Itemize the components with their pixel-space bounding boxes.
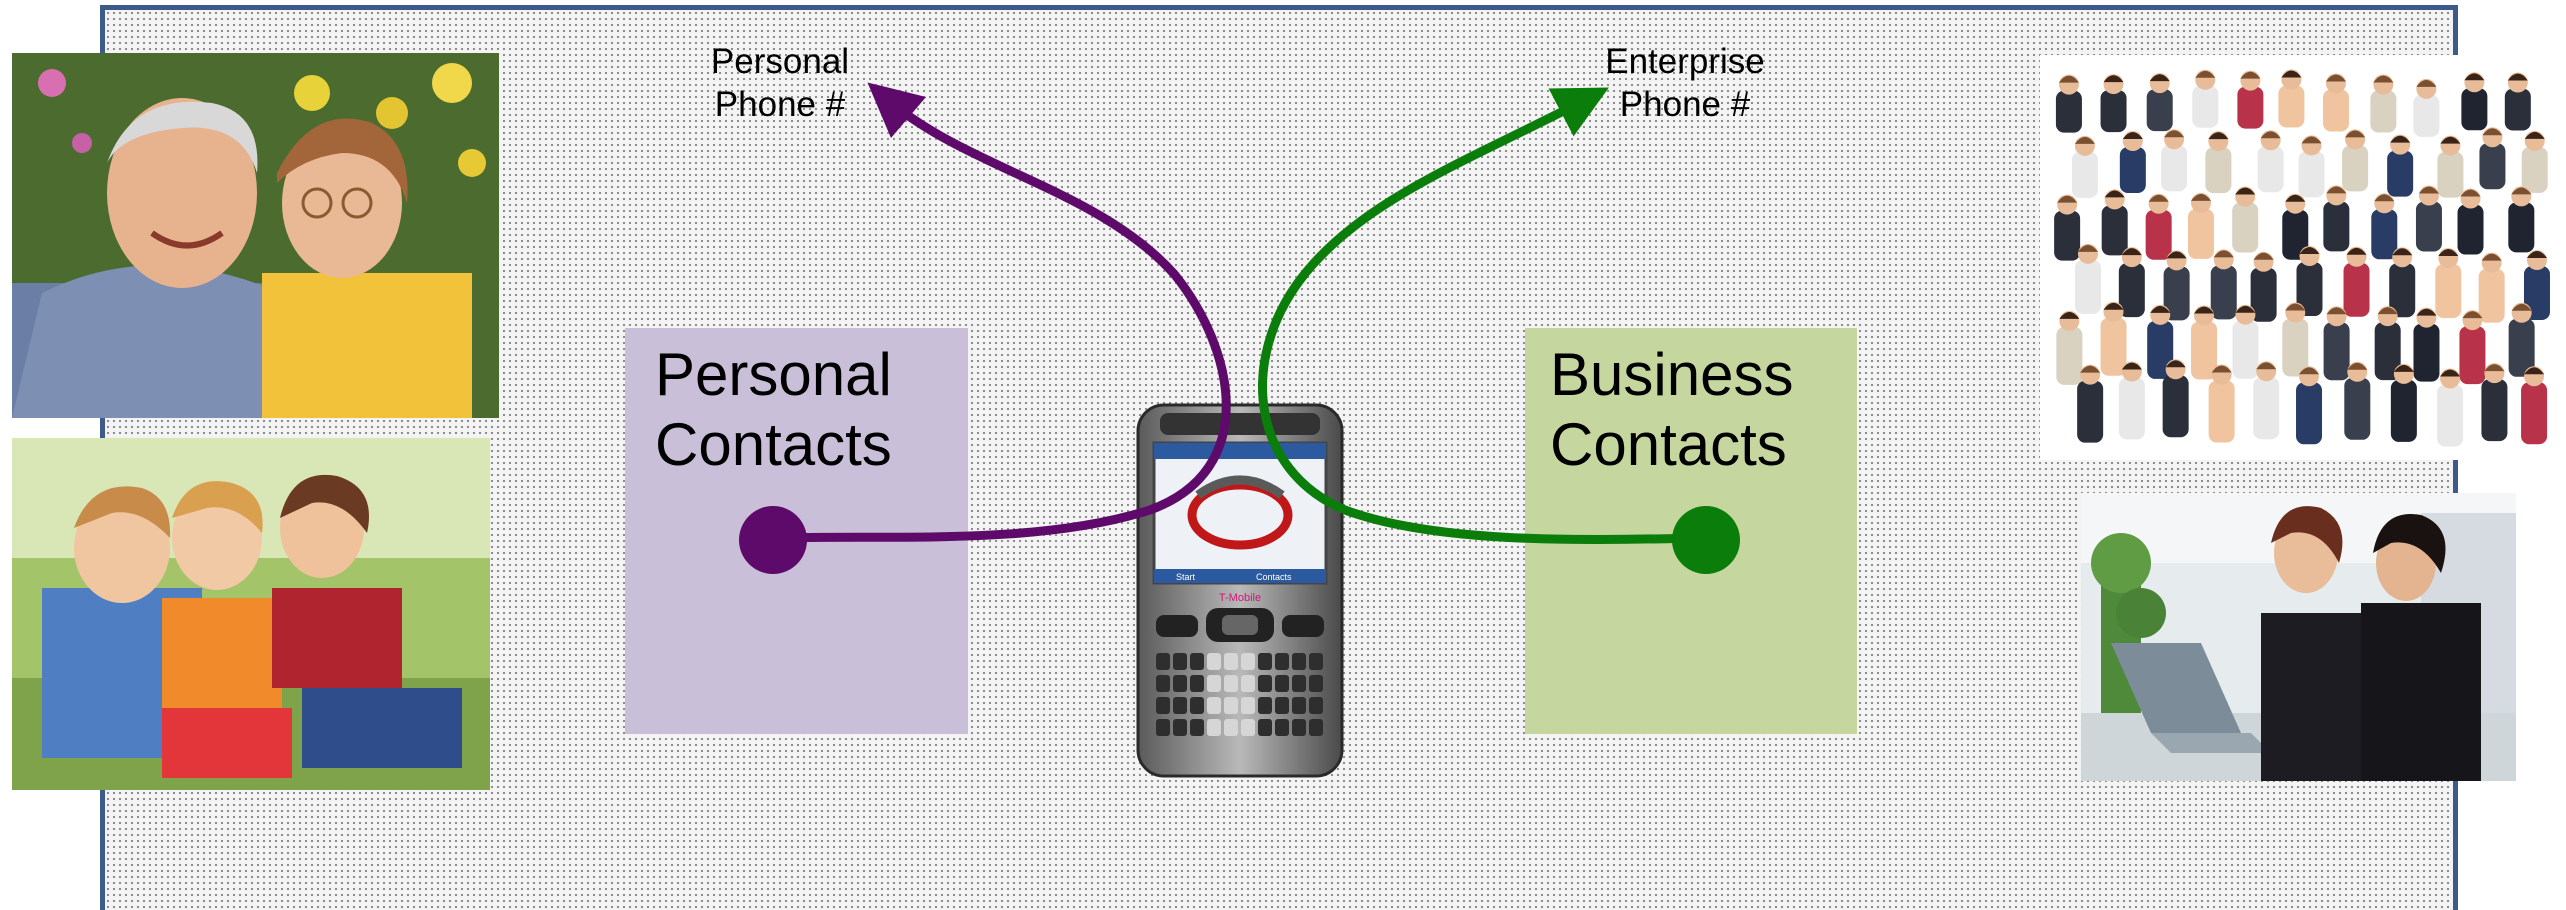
photo-children (12, 438, 490, 790)
personal-contacts-title: Personal Contacts (655, 340, 892, 480)
personal-phone-label: Personal Phone # (700, 40, 860, 126)
personal-phone-label-line-1: Personal (710, 42, 850, 81)
personal-contacts-line-1: Personal (655, 341, 892, 408)
business-contacts-line-1: Business (1550, 341, 1794, 408)
phone-softkey-contacts: Contacts (1256, 572, 1292, 582)
phone-brand: T-Mobile (1219, 592, 1261, 604)
personal-contacts-line-2: Contacts (655, 411, 892, 478)
business-link-curve (1258, 87, 1710, 544)
personal-link-curve (768, 82, 1231, 543)
business-contacts-title: Business Contacts (1550, 340, 1793, 480)
business-contacts-line-2: Contacts (1550, 411, 1787, 478)
business-link-dot (1672, 506, 1740, 574)
photo-office-women (2081, 493, 2516, 781)
enterprise-phone-label-line-1: Enterprise (1605, 42, 1765, 81)
enterprise-phone-label: Enterprise Phone # (1585, 40, 1785, 126)
photo-elderly-couple (12, 53, 499, 418)
enterprise-phone-label-line-2: Phone # (1619, 85, 1751, 124)
connector-layer (739, 82, 1740, 574)
phone-softkey-start: Start (1176, 572, 1196, 582)
personal-contacts-box: Personal Contacts (625, 328, 968, 734)
photo-crowd (2040, 55, 2560, 460)
personal-link-dot (739, 506, 807, 574)
personal-phone-label-line-2: Phone # (714, 85, 846, 124)
